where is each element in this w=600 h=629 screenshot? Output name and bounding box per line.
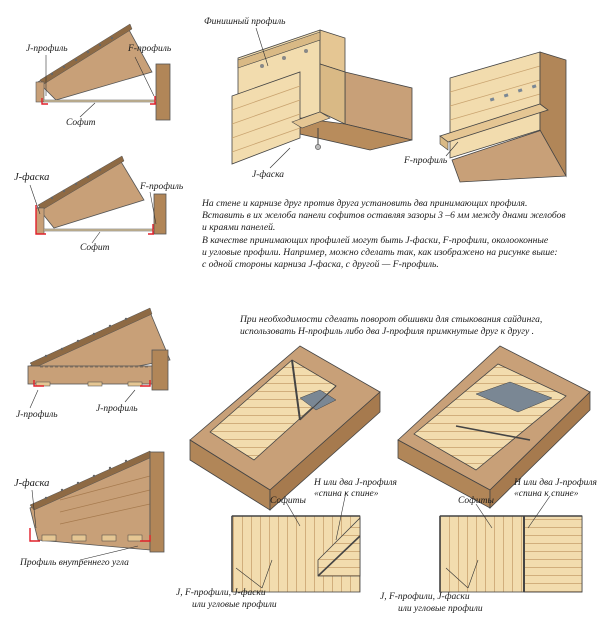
label-f-profile-top: F-профиль — [128, 44, 172, 54]
label-h-or-two-j-left-2: «спина к спине» — [314, 489, 379, 499]
label-f-profile-mid: F-профиль — [140, 182, 184, 192]
section-j-faska-inner-corner — [29, 450, 165, 561]
f-profile-mark — [150, 96, 156, 105]
j-profile-mark — [41, 98, 48, 105]
3d-f-profile — [439, 51, 567, 183]
label-f-profile-3d: F-профиль — [404, 156, 448, 166]
3d-finish-profile-j-faska — [231, 27, 413, 169]
paragraph-1-line: Вставить в их желоба панели софитов оста… — [202, 210, 566, 222]
label-profiles-right-1: J, F-профили, J-фаски — [380, 592, 470, 602]
instruction-paragraph-1: На стене и карнизе друг против друга уст… — [202, 198, 566, 271]
label-j-faska-bottom: J-фаска — [14, 478, 50, 489]
section-two-j-profiles — [27, 307, 171, 409]
label-sofity-left: Софиты — [270, 496, 306, 506]
label-finish-profile: Финишный профиль — [204, 17, 286, 27]
label-j-faska-mid: J-фаска — [14, 172, 50, 183]
section-j-faska-f-profile — [29, 155, 167, 244]
label-j-profile-low-right: J-профиль — [96, 404, 138, 414]
label-h-or-two-j-left-1: Н или два J-профиля — [314, 478, 397, 488]
paragraph-2-line: При необходимости сделать поворот обшивк… — [240, 314, 543, 325]
label-inner-corner-profile: Профиль внутреннего угла — [20, 558, 129, 568]
label-sofity-right: Софиты — [458, 496, 494, 506]
paragraph-1-line: На стене и карнизе друг против друга уст… — [202, 198, 528, 209]
instruction-paragraph-2: При необходимости сделать поворот обшивк… — [240, 314, 542, 338]
label-profiles-left-2: или угловые профили — [192, 600, 277, 610]
paragraph-2-line: использовать Н-профиль либо два J-профил… — [240, 326, 535, 338]
corner-soffit-two-j-profiles — [397, 345, 591, 593]
label-sofit-mid: Софит — [80, 243, 110, 253]
label-h-or-two-j-right-2: «спина к спине» — [514, 489, 579, 499]
label-profiles-left-1: J, F-профили, J-фаски — [176, 588, 266, 598]
label-j-faska-3d: J-фаска — [252, 170, 285, 180]
label-j-profile-low-left: J-профиль — [16, 410, 58, 420]
label-j-profile-top: J-профиль — [26, 44, 68, 54]
paragraph-1-line: В качестве принимающих профилей могут бы… — [202, 234, 549, 246]
section-j-f-profile — [35, 23, 171, 121]
paragraph-1-line: и угловые профили. Например, можно сдела… — [202, 246, 558, 258]
label-h-or-two-j-right-1: Н или два J-профиля — [514, 478, 597, 488]
paragraph-1-line: и краями панелей. — [202, 222, 276, 234]
label-sofit-top: Софит — [66, 118, 96, 128]
paragraph-1-line: с одной стороны карниза J-фаска, с друго… — [202, 259, 439, 271]
corner-soffit-h-profile — [189, 345, 381, 593]
label-profiles-right-2: или угловые профили — [398, 604, 483, 614]
